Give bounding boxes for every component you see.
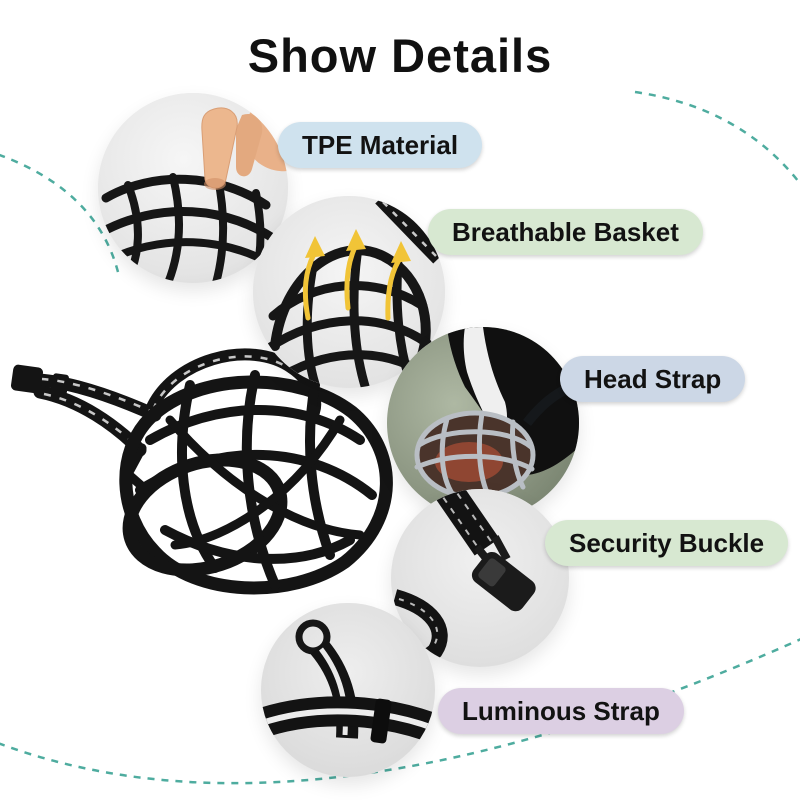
breathable-basket-illustration bbox=[253, 196, 445, 388]
label-luminous-strap: Luminous Strap bbox=[438, 688, 684, 734]
head-strap-illustration bbox=[387, 327, 579, 519]
tpe-material-illustration bbox=[98, 93, 288, 283]
photo-circle-security-buckle bbox=[391, 489, 569, 667]
product-photo-dog-muzzle bbox=[10, 348, 393, 595]
photo-circle-luminous-strap bbox=[261, 603, 435, 777]
label-tpe-material: TPE Material bbox=[278, 122, 483, 168]
photo-circle-head-strap bbox=[387, 327, 579, 519]
label-breathable-basket: Breathable Basket bbox=[428, 209, 703, 255]
photo-circle-breathable-basket bbox=[253, 196, 445, 388]
photo-circle-tpe-material bbox=[98, 93, 288, 283]
airflow-arrows bbox=[302, 229, 411, 321]
luminous-strap-illustration bbox=[261, 603, 435, 777]
label-head-strap: Head Strap bbox=[560, 356, 746, 402]
side-release-buckle bbox=[471, 551, 536, 612]
security-buckle-illustration bbox=[391, 489, 569, 667]
page-title: Show Details bbox=[247, 29, 553, 82]
label-security-buckle: Security Buckle bbox=[545, 520, 789, 566]
dog-head bbox=[414, 327, 579, 500]
